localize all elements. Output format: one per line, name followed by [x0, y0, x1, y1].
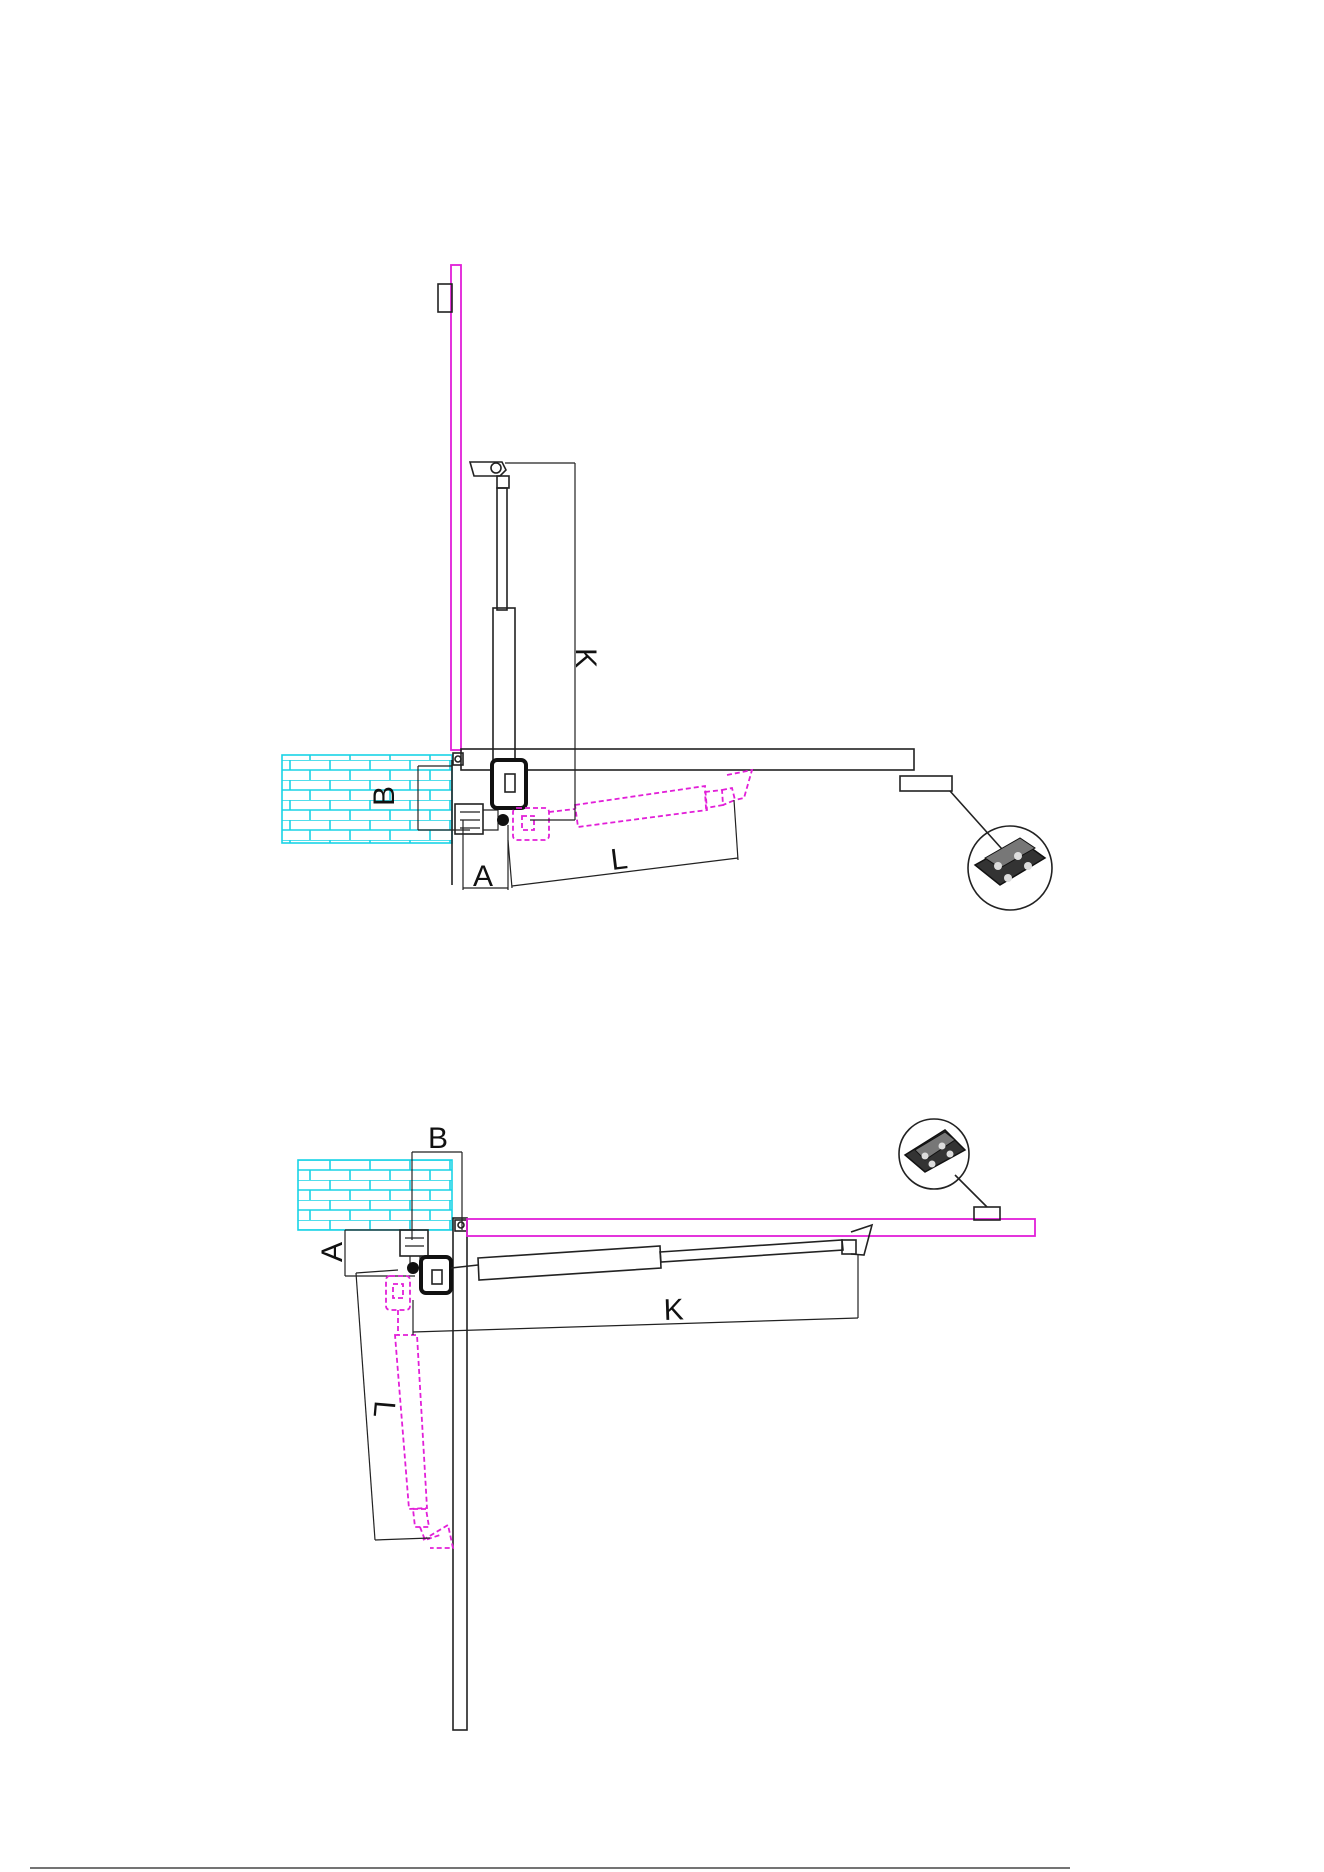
gate-leaf-open: [451, 265, 461, 750]
label-k: K: [569, 648, 602, 668]
diagram-bottom: B A: [298, 1119, 1035, 1730]
bracket-plate-icon: [975, 838, 1045, 885]
label-a: A: [316, 1242, 349, 1262]
label-l: L: [367, 1399, 401, 1419]
bracket-plate-icon: [905, 1130, 965, 1172]
label-k: K: [663, 1293, 684, 1327]
actuator-closed: [470, 462, 526, 826]
gate-stop-icon: [438, 284, 452, 312]
label-l: L: [609, 842, 630, 877]
dimension-l: L: [508, 800, 738, 888]
diagram-top: K B A L: [282, 265, 1052, 910]
label-b: B: [368, 786, 401, 806]
label-a: A: [473, 860, 493, 893]
gate-stop-icon: [974, 1207, 1000, 1220]
gate-leaf-closed: [461, 749, 914, 770]
gate-leaf-open: [467, 1219, 1035, 1236]
dimension-a: A: [463, 820, 508, 893]
gate-leaf-closed: [453, 1218, 467, 1730]
label-b: B: [428, 1122, 448, 1155]
dimension-k: K: [413, 1255, 858, 1335]
actuator-open: [513, 770, 752, 840]
wall-brick-icon: [298, 1160, 452, 1230]
